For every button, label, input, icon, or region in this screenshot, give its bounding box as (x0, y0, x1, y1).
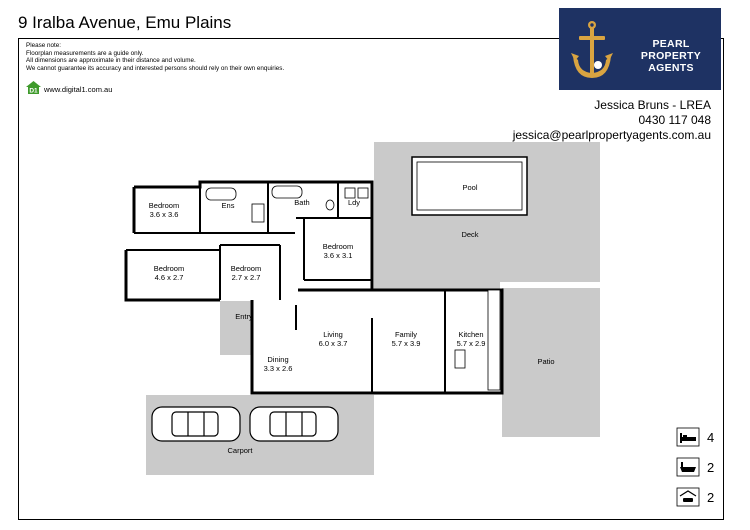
room-laundry-label: Ldy (348, 198, 360, 207)
bed-icon (676, 427, 700, 447)
room-kitchen-label: Kitchen (458, 330, 483, 339)
pool-inner-edge (416, 161, 523, 211)
room-bedroom-size: 3.6 x 3.1 (324, 251, 353, 260)
agent-phone[interactable]: 0430 117 048 (638, 113, 711, 127)
room-living-size: 6.0 x 3.7 (319, 339, 348, 348)
room-ensuite-label: Ens (222, 201, 235, 210)
room-bedroom-label: Bedroom (231, 264, 261, 273)
patio-area (502, 288, 600, 437)
agency-logo: PEARL PROPERTY AGENTS (559, 8, 721, 90)
bathtub-icon (676, 457, 700, 477)
room-family-label: Family (395, 330, 417, 339)
digital1-logo-icon: D1 (26, 81, 41, 94)
garage-car-icon (676, 487, 700, 507)
agent-email[interactable]: jessica@pearlpropertyagents.com.au (512, 128, 711, 142)
disclaimer-note: Please note: Floorplan measurements are … (26, 42, 284, 73)
agency-name-line: PEARL PROPERTY (640, 38, 702, 62)
room-dining-size: 3.3 x 2.6 (264, 364, 293, 373)
room-carport-label: Carport (227, 446, 253, 455)
floorplan-frame (18, 38, 724, 520)
bathroom-count: 2 (707, 460, 715, 475)
parking-count: 2 (707, 490, 715, 505)
disclaimer-line: Floorplan measurements are a guide only. (26, 49, 144, 57)
entry-porch-area (220, 301, 252, 355)
room-kitchen-size: 5.7 x 2.9 (457, 339, 486, 348)
room-bedroom-label: Bedroom (149, 201, 179, 210)
room-pool-label: Pool (462, 183, 477, 192)
interior-walls (126, 182, 446, 393)
agent-name: Jessica Bruns - LREA (594, 98, 711, 112)
room-patio-label: Patio (537, 357, 554, 366)
agent-contact: Jessica Bruns - LREA 0430 117 048 jessic… (513, 98, 711, 143)
room-bedroom-size: 4.6 x 2.7 (155, 273, 184, 282)
room-deck-label: Deck (461, 230, 478, 239)
pool-shape (411, 156, 528, 216)
drafter-logo-text: D1 (29, 88, 38, 95)
room-bedroom-label: Bedroom (323, 242, 353, 251)
fixtures (205, 185, 501, 391)
listing-address-title: 9 Iralba Avenue, Emu Plains (18, 13, 232, 32)
disclaimer-line: All dimensions are approximate in their … (26, 57, 196, 65)
agency-name-line: AGENTS (648, 62, 694, 74)
car-icon (249, 406, 339, 442)
disclaimer-line: Please note: (26, 42, 62, 49)
room-bedroom-size: 2.7 x 2.7 (232, 273, 261, 282)
room-entry-label: Entry (235, 312, 253, 321)
room-dining-label: Dining (267, 355, 288, 364)
disclaimer-line: We cannot guarantee its accuracy and int… (26, 65, 285, 73)
bedroom-count: 4 (707, 430, 715, 445)
room-bedroom-size: 3.6 x 3.6 (150, 210, 179, 219)
anchor-icon (571, 21, 613, 78)
room-living-label: Living (323, 330, 343, 339)
room-bath-label: Bath (294, 198, 309, 207)
agency-name: PEARL PROPERTY AGENTS (623, 38, 719, 74)
car-icon (151, 406, 241, 442)
room-family-size: 5.7 x 3.9 (392, 339, 421, 348)
drafter-website-link[interactable]: www.digital1.com.au (44, 85, 113, 94)
room-bedroom-label: Bedroom (154, 264, 184, 273)
house-walls (124, 180, 504, 395)
